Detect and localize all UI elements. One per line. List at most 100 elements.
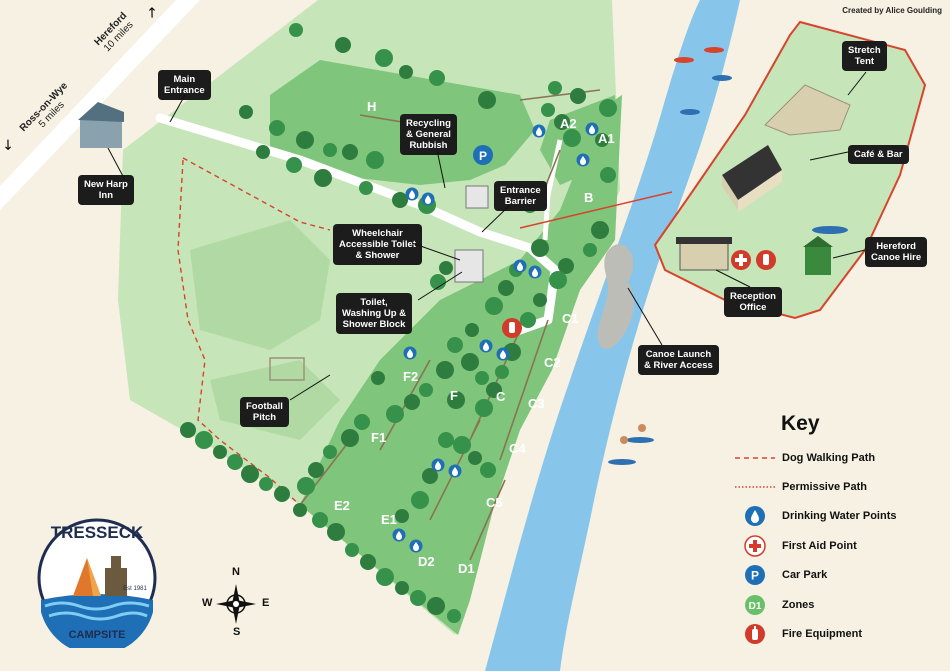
canoe-launch-stones xyxy=(597,244,634,350)
key-row-dog-path: Dog Walking Path xyxy=(735,447,875,469)
key-label-dog-path: Dog Walking Path xyxy=(782,452,876,464)
water-drop-icon xyxy=(496,347,510,361)
tree xyxy=(570,88,586,104)
tree xyxy=(359,181,373,195)
tree xyxy=(438,432,454,448)
stretch-tent-shape xyxy=(764,84,851,136)
tree xyxy=(345,543,359,557)
dog-walking-path-line xyxy=(735,447,775,469)
svg-text:P: P xyxy=(479,149,487,163)
tree xyxy=(335,37,351,53)
reception-connector-line xyxy=(519,191,673,229)
inn-building xyxy=(80,118,122,148)
water-drop-icon xyxy=(421,192,435,206)
tree xyxy=(239,105,253,119)
tree xyxy=(475,399,493,417)
zone-b: B xyxy=(584,190,594,205)
tree xyxy=(392,192,408,208)
zone-c3: C3 xyxy=(528,396,545,411)
tree xyxy=(465,323,479,337)
fire-extinguisher-icon xyxy=(735,623,775,645)
water-drop-icon xyxy=(431,458,445,472)
compass-rose: N S E W xyxy=(200,566,272,640)
cafe-building xyxy=(722,145,782,200)
water-drop-icon xyxy=(479,339,493,353)
tree xyxy=(297,477,315,495)
key-label-fire: Fire Equipment xyxy=(782,628,863,640)
tree xyxy=(399,65,413,79)
tree xyxy=(256,145,270,159)
tree xyxy=(520,312,536,328)
key-label-zones: Zones xyxy=(782,599,815,611)
key-row-car-park: P Car Park xyxy=(735,564,827,586)
canoe-hire-shed xyxy=(805,245,831,275)
compass-east: E xyxy=(262,597,270,609)
zone-f2: F2 xyxy=(403,369,419,384)
car-park-icon: P xyxy=(735,564,775,586)
tree xyxy=(341,429,359,447)
tree xyxy=(498,280,514,296)
water-points-layer xyxy=(392,122,599,553)
permissive-path-line xyxy=(735,476,775,498)
tree xyxy=(453,436,471,454)
tree xyxy=(558,258,574,274)
tree xyxy=(213,445,227,459)
tree xyxy=(478,91,496,109)
wheelchair-toilet-label: Wheelchair Accessible Toilet & Shower xyxy=(333,224,422,265)
water-drop-icon xyxy=(585,122,599,136)
football-goal xyxy=(269,357,305,381)
car-park-icon: P xyxy=(473,145,493,165)
tree xyxy=(447,391,465,409)
tree xyxy=(227,454,243,470)
compass-west: W xyxy=(202,597,213,609)
key-row-fire: Fire Equipment xyxy=(735,623,862,645)
zone-c4: C4 xyxy=(509,441,526,456)
cafe-front xyxy=(738,170,782,212)
reception-office-label: Reception Office xyxy=(724,287,782,317)
tree xyxy=(395,509,409,523)
first-aid-icon xyxy=(735,535,775,557)
tree xyxy=(495,365,509,379)
key-row-permissive-path: Permissive Path xyxy=(735,476,867,498)
water-drop-icon xyxy=(405,187,419,201)
zone-e2: E2 xyxy=(334,498,350,513)
key-title: Key xyxy=(781,412,820,435)
pitch-area xyxy=(300,95,622,635)
tree xyxy=(531,239,549,257)
credit-text: Created by Alice Goulding xyxy=(842,6,942,15)
tree xyxy=(286,157,302,173)
tree xyxy=(429,70,445,86)
zone-d2: D2 xyxy=(418,554,435,569)
tree xyxy=(241,465,259,483)
tree xyxy=(375,49,393,67)
svg-text:P: P xyxy=(751,569,759,583)
tree xyxy=(411,491,429,509)
tree xyxy=(461,353,479,371)
tree xyxy=(296,131,314,149)
toilet-block-label: Toilet, Washing Up & Shower Block xyxy=(336,293,413,334)
tree xyxy=(195,431,213,449)
tree-layer xyxy=(180,23,617,623)
tree xyxy=(180,422,196,438)
key-label-car-park: Car Park xyxy=(782,569,828,581)
key-label-permissive-path: Permissive Path xyxy=(782,481,867,493)
first-aid-icon-reception xyxy=(731,250,751,270)
tree xyxy=(600,167,616,183)
football-pitch-label: Football Pitch xyxy=(240,397,289,427)
zone-a1: A1 xyxy=(598,131,615,146)
tree xyxy=(563,129,581,147)
water-drop-icon xyxy=(448,464,462,478)
zone-c2: C2 xyxy=(544,355,561,370)
zone-c1: C1 xyxy=(562,311,579,326)
stretch-tent-label: Stretch Tent xyxy=(842,41,887,71)
tree xyxy=(419,383,433,397)
tree xyxy=(386,405,404,423)
inn-roof xyxy=(78,102,124,122)
tree xyxy=(485,297,503,315)
zone-a2: A2 xyxy=(560,116,577,131)
tree xyxy=(548,81,562,95)
tree xyxy=(599,99,617,117)
fire-equipment-icon-reception xyxy=(756,250,776,270)
zone-e1: E1 xyxy=(381,512,397,527)
